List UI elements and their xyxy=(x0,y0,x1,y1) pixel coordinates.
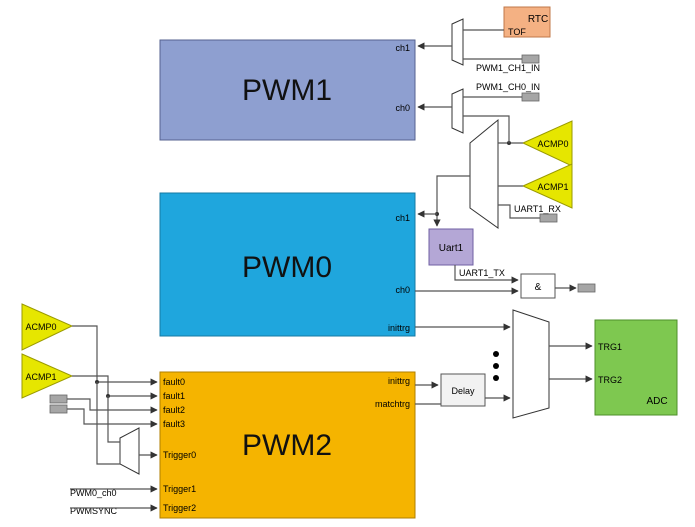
pwm0-port-ch1: ch1 xyxy=(395,213,410,223)
adc-title: ADC xyxy=(646,396,667,407)
acmp0-left-comparator xyxy=(21,303,74,351)
uart1-block xyxy=(428,228,474,266)
pwm2-trigger0-mux xyxy=(119,427,140,475)
pwm2-port-matchtrg: matchtrg xyxy=(375,399,410,409)
pwm0-port-inittrg: inittrg xyxy=(388,323,410,333)
acmp0-right-comparator xyxy=(521,120,573,167)
fault-pin-1 xyxy=(49,394,68,404)
pwm2-block xyxy=(159,371,416,519)
delay-block xyxy=(440,373,486,407)
and-gate xyxy=(520,273,556,299)
pwm1-ch1-in-pin xyxy=(521,54,540,64)
pwm1-ch0-mux xyxy=(451,88,464,134)
delay-title: Delay xyxy=(451,386,475,396)
acmp1-right-label: ACMP1 xyxy=(537,182,568,192)
pwm1-ch1-in-label: PWM1_CH1_IN xyxy=(476,63,540,73)
acmp0-left-label: ACMP0 xyxy=(25,322,56,332)
adc-trigger-mux xyxy=(512,309,550,419)
uart1-rx-mux xyxy=(469,118,499,229)
pwm2-port-fault1: fault1 xyxy=(163,391,185,401)
pwm0-block xyxy=(159,192,416,337)
adc-block xyxy=(594,319,678,416)
pwm0-title: PWM0 xyxy=(242,251,332,284)
fault-pin-2 xyxy=(49,404,68,414)
pwm2-title: PWM2 xyxy=(242,429,332,462)
pwm1-ch0-in-pin xyxy=(521,92,540,102)
pwm1-block xyxy=(159,39,416,141)
adc-port-trg2: TRG2 xyxy=(598,375,622,385)
pwm2-port-trigger2: Trigger2 xyxy=(163,503,196,513)
uart1-rx-label: UART1_RX xyxy=(514,204,561,214)
pwm2-port-trigger1: Trigger1 xyxy=(163,484,196,494)
and-output-pin xyxy=(577,283,596,293)
adc-port-trg1: TRG1 xyxy=(598,342,622,352)
pwm0-port-ch0: ch0 xyxy=(395,285,410,295)
more-inputs-dot-1 xyxy=(493,351,499,357)
pwm0-ch0-label: PWM0_ch0 xyxy=(70,488,117,498)
pwm1-ch1-mux xyxy=(451,18,464,66)
more-inputs-dot-3 xyxy=(493,375,499,381)
uart1-title: Uart1 xyxy=(439,243,464,254)
acmp1-right-comparator xyxy=(521,163,573,209)
pwm2-port-inittrg: inittrg xyxy=(388,376,410,386)
pwm2-port-fault3: fault3 xyxy=(163,419,185,429)
acmp0-right-label: ACMP0 xyxy=(537,139,568,149)
more-inputs-dot-2 xyxy=(493,363,499,369)
acmp1-left-label: ACMP1 xyxy=(25,372,56,382)
rtc-block xyxy=(503,6,551,38)
pwm2-port-trigger0: Trigger0 xyxy=(163,450,196,460)
pwmsync-label: PWMSYNC xyxy=(70,506,118,516)
pwm2-port-fault2: fault2 xyxy=(163,405,185,415)
pwm1-port-ch1: ch1 xyxy=(395,43,410,53)
rtc-port-tof: TOF xyxy=(508,27,526,37)
and-gate-symbol: & xyxy=(535,282,542,293)
uart1-rx-pin xyxy=(539,213,558,223)
pwm1-port-ch0: ch0 xyxy=(395,103,410,113)
pwm1-ch0-in-label: PWM1_CH0_IN xyxy=(476,82,540,92)
wires xyxy=(67,29,593,512)
pwm1-title: PWM1 xyxy=(242,74,332,107)
pwm2-port-fault0: fault0 xyxy=(163,377,185,387)
acmp1-left-comparator xyxy=(21,353,74,399)
uart1-tx-label: UART1_TX xyxy=(459,268,505,278)
rtc-title: RTC xyxy=(528,14,548,25)
